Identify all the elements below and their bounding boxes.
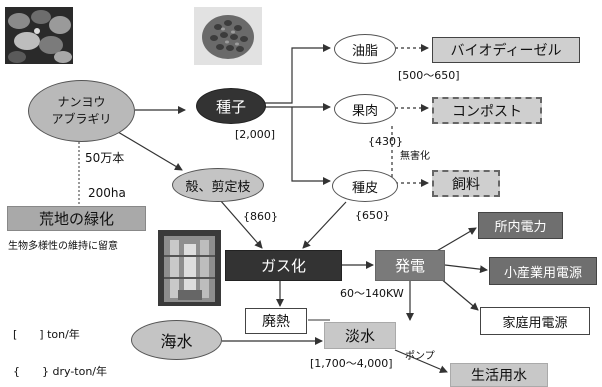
label-trees: 50万本	[85, 151, 125, 165]
arrow-shushi-to-shuhi	[291, 107, 331, 185]
node-kaisui: 海水	[131, 320, 222, 360]
gasification-plant-photo	[158, 230, 221, 306]
gasu-label: ガス化	[260, 257, 306, 275]
node-kouchi-ryokka: 荒地の緑化	[7, 206, 146, 231]
node-biodiesel: バイオディーゼル	[432, 37, 580, 63]
node-kara-senteishi: 殻、剪定枝	[172, 168, 264, 202]
node-yushi: 油脂	[334, 34, 396, 64]
hainetsu-label: 廃熱	[262, 314, 290, 330]
hatsuden-label: 発電	[394, 257, 425, 275]
legend-dry-ton: { } dry-ton/年	[13, 365, 108, 378]
node-shiryo: 飼料	[432, 170, 500, 197]
arrow-shuhi-to-gasu	[302, 201, 347, 249]
node-shuhi: 種皮	[332, 170, 398, 202]
label-biodiversity: 生物多様性の維持に留意	[8, 241, 118, 252]
kouchi-label: 荒地の緑化	[38, 210, 114, 228]
node-shosangyo-dengen: 小産業用電源	[489, 257, 597, 285]
arrow-nanyou-to-kara	[117, 131, 183, 171]
seikatsu-label: 生活用水	[471, 368, 527, 384]
jatropha-leaves-photo	[5, 7, 73, 64]
arrow-hatsuden-to-shosangyo	[444, 264, 488, 274]
seeds-photo	[194, 7, 262, 65]
node-shushi: 種子	[196, 88, 266, 124]
biodiesel-label: バイオディーゼル	[450, 43, 562, 59]
label-area: 200ha	[88, 186, 126, 200]
nanyou-line2: アブラギリ	[51, 112, 112, 126]
shiryo-label: 飼料	[452, 176, 480, 193]
tansui-label: 淡水	[344, 327, 375, 345]
label-mugaika: 無害化	[400, 151, 430, 162]
node-hainetsu: 廃熱	[245, 308, 307, 334]
arrow-shushi-to-yushi	[255, 44, 331, 104]
katei-label: 家庭用電源	[502, 315, 568, 331]
label-kaniku-amount: {430}	[368, 135, 403, 148]
arrow-hatsuden-to-katei	[439, 277, 479, 311]
label-kara-amount: {860}	[243, 210, 278, 223]
shuhi-label: 種皮	[351, 180, 378, 196]
arrow-kara-to-gasu	[219, 199, 263, 249]
node-seikatsu-yousui: 生活用水	[450, 363, 548, 387]
label-pump: ポンプ	[405, 351, 435, 362]
arrow-tansui-to-seikatsu	[394, 349, 448, 373]
node-nanyou-aburagiri: ナンヨウ アブラギリ	[28, 80, 135, 142]
shushi-label: 種子	[215, 97, 246, 116]
arrow-hatsuden-to-shonai	[434, 227, 477, 253]
label-water-amount: [1,700～4,000]	[310, 357, 393, 370]
node-hatsuden: 発電	[375, 250, 445, 281]
yushi-label: 油脂	[351, 43, 378, 59]
kaisui-label: 海水	[160, 332, 193, 351]
node-kaniku: 果肉	[334, 94, 396, 124]
label-shuhi-amount: {650}	[355, 209, 390, 222]
compost-label: コンポスト	[452, 103, 522, 120]
node-katei-dengen: 家庭用電源	[480, 307, 590, 335]
legend-ton: [ ] ton/年	[13, 328, 80, 341]
node-gasu: ガス化	[225, 250, 342, 281]
kaniku-label: 果肉	[351, 103, 378, 119]
shonai-label: 所内電力	[494, 220, 547, 235]
node-tansui: 淡水	[324, 322, 396, 349]
label-shushi-amount: [2,000]	[235, 128, 276, 141]
label-power-range: 60～140KW	[340, 287, 404, 300]
label-yushi-amount: [500～650]	[398, 69, 460, 82]
kara-label: 殻、剪定枝	[185, 179, 251, 195]
shosangyo-label: 小産業用電源	[503, 265, 582, 281]
nanyou-line1: ナンヨウ	[57, 95, 106, 109]
node-shonai-denryoku: 所内電力	[478, 212, 563, 239]
node-compost: コンポスト	[432, 97, 542, 124]
